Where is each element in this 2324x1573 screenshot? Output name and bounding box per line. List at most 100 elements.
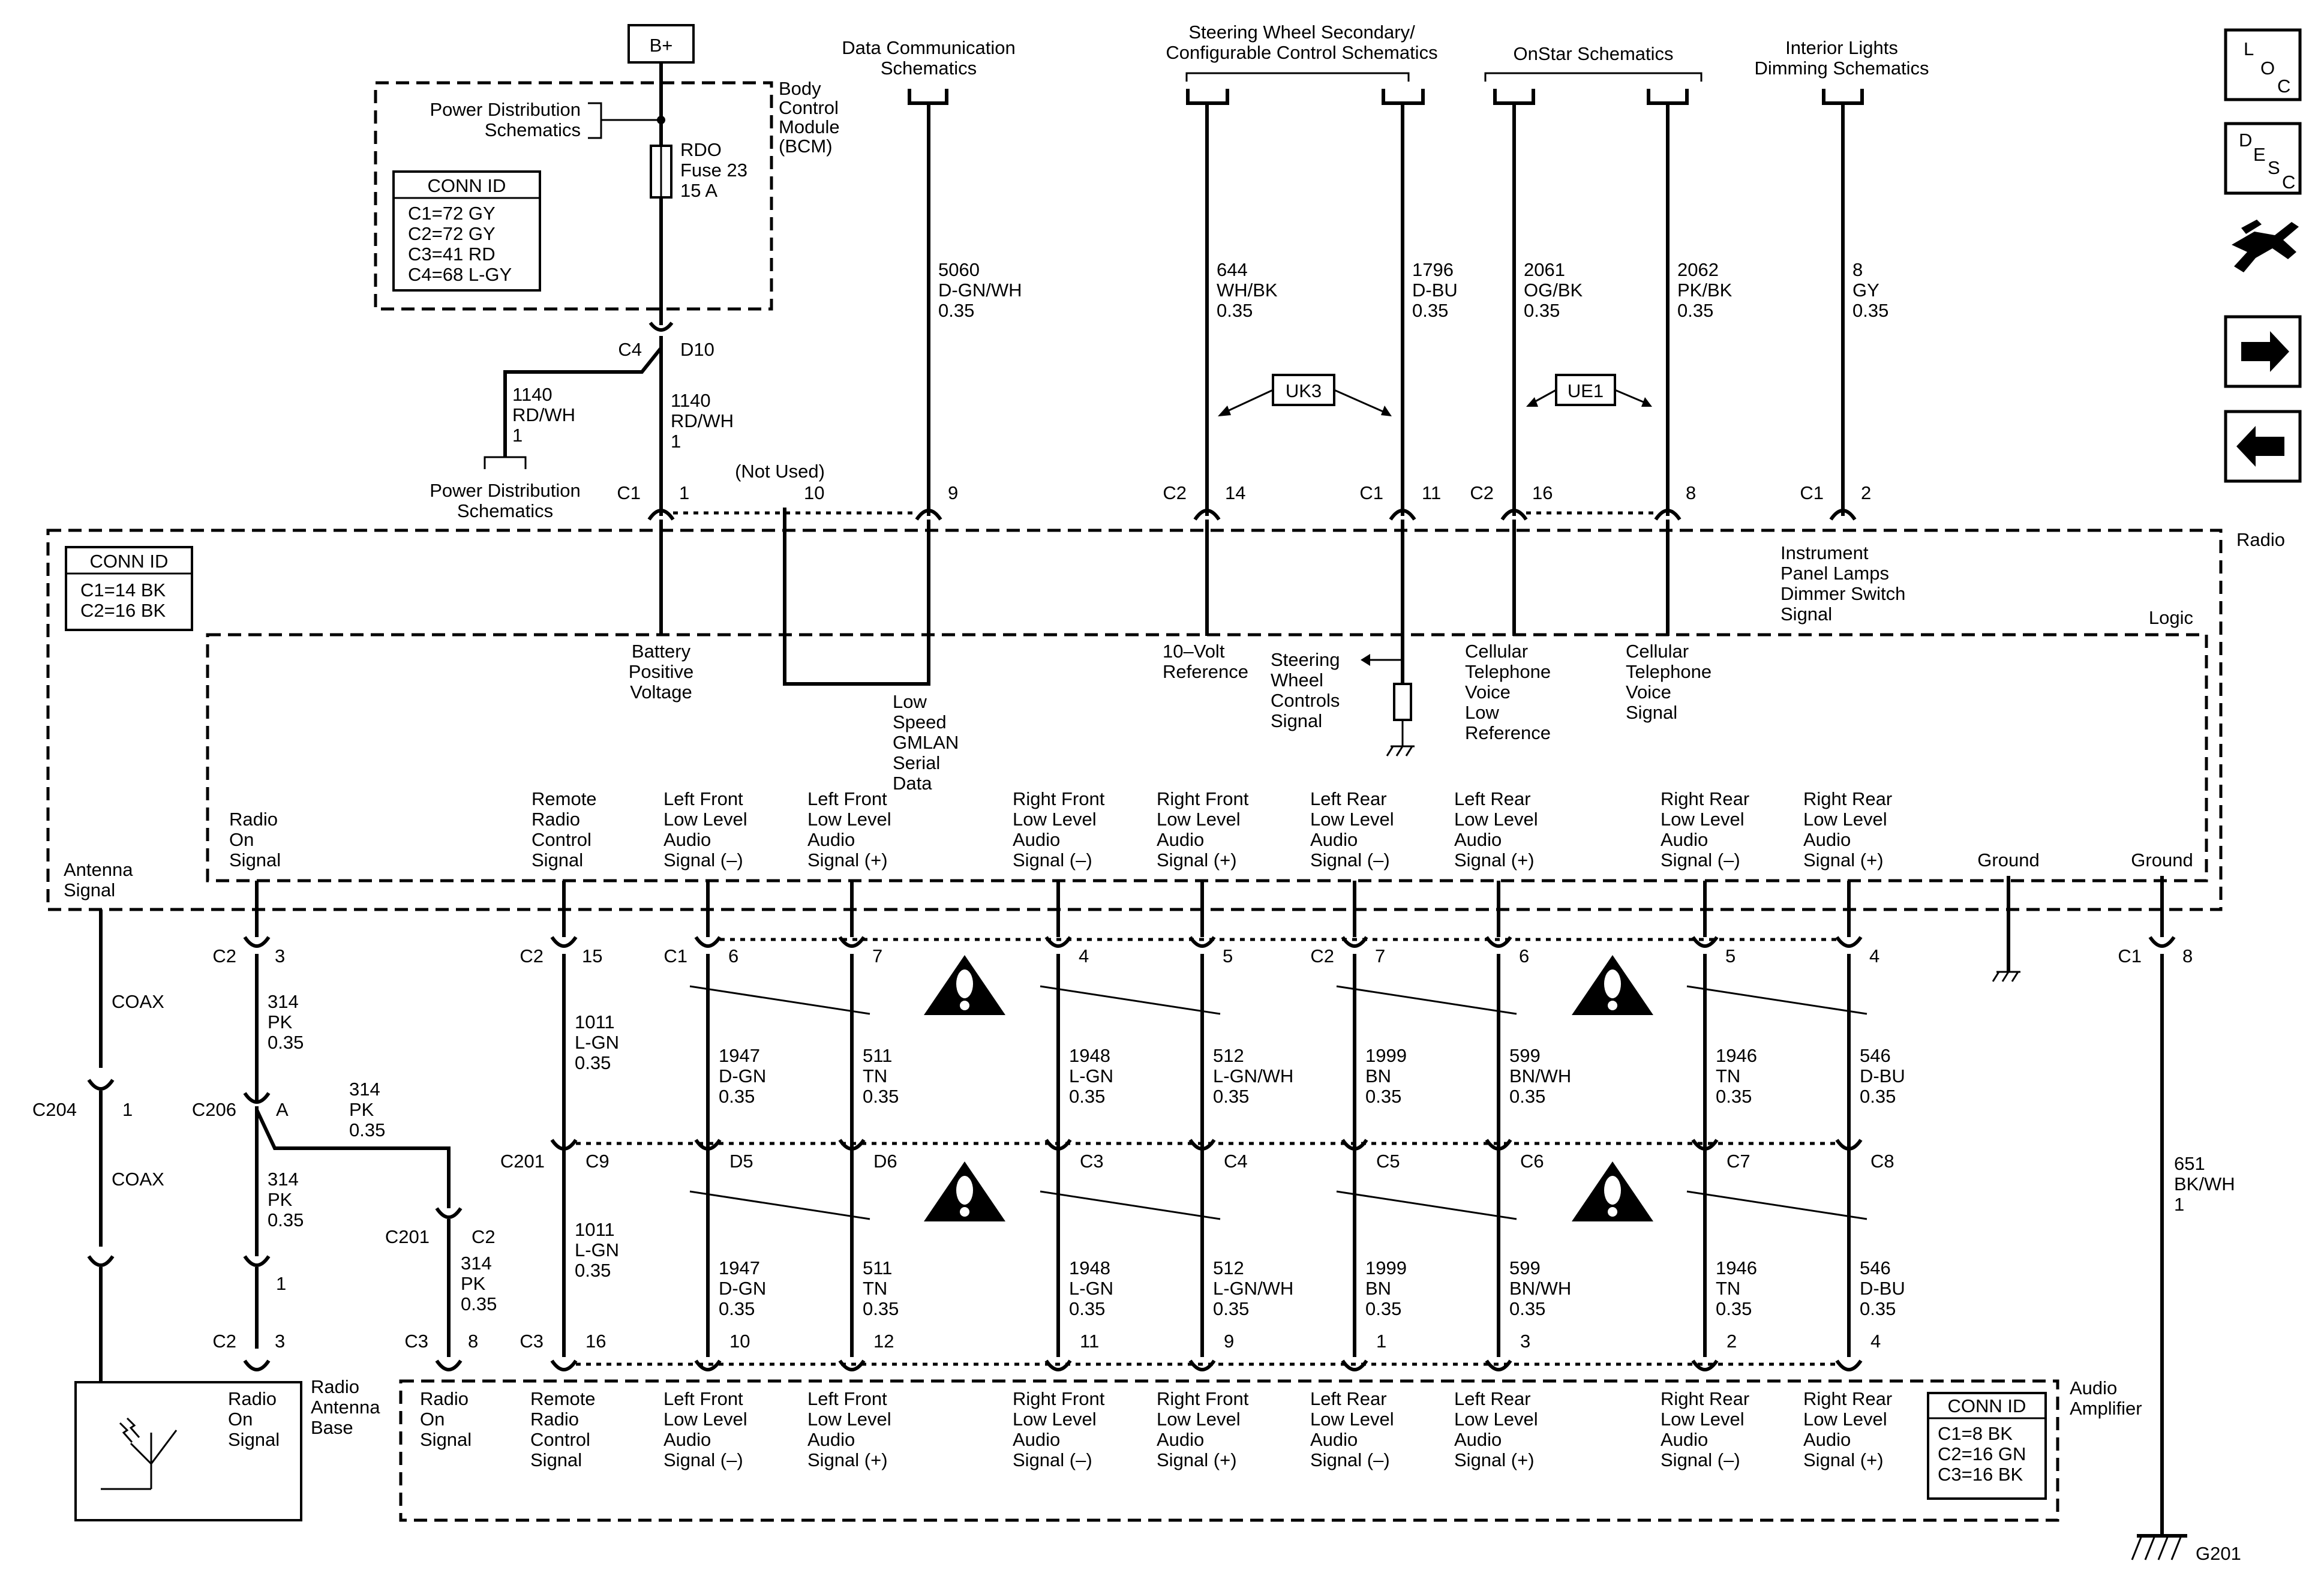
radio-pin-9: 9 [948,482,958,503]
label-line: C1=14 BK [80,580,166,601]
label-line: Signal (+) [1803,1449,1884,1470]
label-line: C2=16 GN [1938,1443,2026,1464]
label-line: Dimming Schematics [1754,58,1929,79]
arrow-left-icon[interactable] [2224,410,2302,483]
amp-c3-label-a: C3 [404,1331,428,1352]
connector-icon[interactable] [2232,220,2299,272]
label-line: 546 [1860,1257,1891,1278]
c204-pin: 1 [122,1099,133,1120]
label-line: Right Front [1013,1388,1105,1409]
label-line: Left Front [807,788,887,809]
label-line: Right Front [1157,788,1249,809]
c206-label: C206 [192,1099,236,1120]
label-line: Schematics [457,500,553,521]
c201-pin-d5: D5 [729,1151,753,1172]
label-line: Radio [532,809,580,830]
amp-pin-1: 1 [1376,1331,1386,1352]
label-line: D-BU [1412,280,1458,301]
label-line: C3=41 RD [408,244,496,265]
label-line: Signal (+) [1454,849,1535,870]
desc-button[interactable]: D E S C [2224,122,2302,195]
radio-conn-id-box [65,546,193,631]
label-line: Signal [1626,702,1677,723]
radio-internal-ground-symbol [1992,971,2020,982]
label-line: Telephone [1465,661,1551,682]
label-line: TN [863,1065,887,1086]
label-line: Right Rear [1803,1388,1892,1409]
radio-c2-label-a: C2 [1163,482,1187,503]
label-line: Signal (–) [663,1449,743,1470]
amp-pin-10: 10 [729,1331,750,1352]
label-line: PK/BK [1677,280,1733,301]
label-line: Controls [1271,690,1340,711]
label-line: Interior Lights [1785,37,1898,58]
label-line: Audio [663,1429,711,1450]
label-line: Speed [893,712,947,733]
label-line: 314 [268,1169,299,1190]
label-line: 1796 [1412,259,1454,280]
arrow-right-icon[interactable] [2224,315,2302,388]
battery-label: B+ [650,35,673,56]
radio-bottom-pin-7: 7 [872,945,882,966]
onstar-connector-b [1647,89,1689,105]
c201-pin-c3: C3 [1080,1151,1104,1172]
label-line: 0.35 [719,1086,755,1107]
label-line: Reference [1163,661,1248,682]
radio-bottom-c1-a: C1 [663,945,687,966]
label-line: Low Level [663,809,747,830]
label-line: On [228,1409,253,1430]
label-line: 1 [671,431,681,452]
label-line: 0.35 [1365,1298,1401,1319]
label-line: Signal [420,1429,472,1450]
amp-pin-8: 8 [468,1331,478,1352]
label-line: D-BU [1860,1065,1905,1086]
c201-label: C201 [500,1151,545,1172]
label-line: Audio [1013,829,1060,850]
label-line: Signal (+) [1157,1449,1237,1470]
label-line: Amplifier [2070,1398,2142,1419]
label-line: 0.35 [1716,1298,1752,1319]
label-line: 0.35 [1509,1086,1545,1107]
label-line: PK [268,1011,293,1032]
label-line: Instrument [1780,542,1869,563]
label-line: Low Level [1013,809,1097,830]
radio-bottom-pin-6b: 6 [1519,945,1529,966]
label-line: 1947 [719,1257,760,1278]
label-line: 1948 [1069,1257,1110,1278]
label-line: L-GN/WH [1213,1065,1293,1086]
label-line: Positive [629,661,694,682]
label-line: Audio [807,829,855,850]
label-line: GY [1852,280,1879,301]
loc-button[interactable]: L O C [2224,28,2302,101]
label-line: RDO [680,139,722,160]
radio-bottom-pin-5: 5 [1223,945,1233,966]
radio-bottom-pin-15: 15 [582,945,602,966]
label-line: Audio [1013,1429,1060,1450]
label-line: 0.35 [1860,1298,1896,1319]
warning-icon-1 [924,955,1005,1015]
label-line: 1946 [1716,1045,1757,1066]
label-line: C4=68 L-GY [408,264,512,285]
label-line: D-GN [719,1065,766,1086]
